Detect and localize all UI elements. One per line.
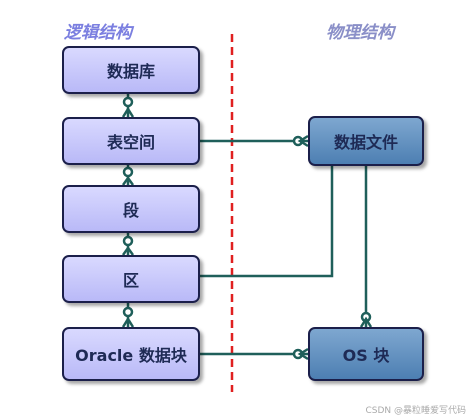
header-logical-structure: 逻辑结构 xyxy=(64,23,132,43)
connector-tablespace-datafile xyxy=(200,134,309,148)
node-datafile: 数据文件 xyxy=(308,116,424,166)
node-segment: 段 xyxy=(62,185,200,233)
connector-extent-datafile xyxy=(200,166,334,278)
node-oracle-block: Oracle 数据块 xyxy=(62,327,200,381)
connector-oracle-block-os-block xyxy=(200,347,309,361)
connector-tablespace-segment xyxy=(121,165,135,186)
node-tablespace: 表空间 xyxy=(62,117,200,165)
node-os-block: OS 块 xyxy=(308,327,424,381)
connector-database-tablespace xyxy=(121,94,135,118)
header-physical-structure: 物理结构 xyxy=(326,23,394,43)
node-database: 数据库 xyxy=(62,46,200,94)
node-extent: 区 xyxy=(62,255,200,303)
connector-segment-extent xyxy=(121,233,135,256)
connector-datafile-os-block xyxy=(359,166,373,328)
watermark: CSDN @暴粒睡爱写代码 xyxy=(365,406,466,416)
connector-extent-oracle-block xyxy=(121,303,135,328)
